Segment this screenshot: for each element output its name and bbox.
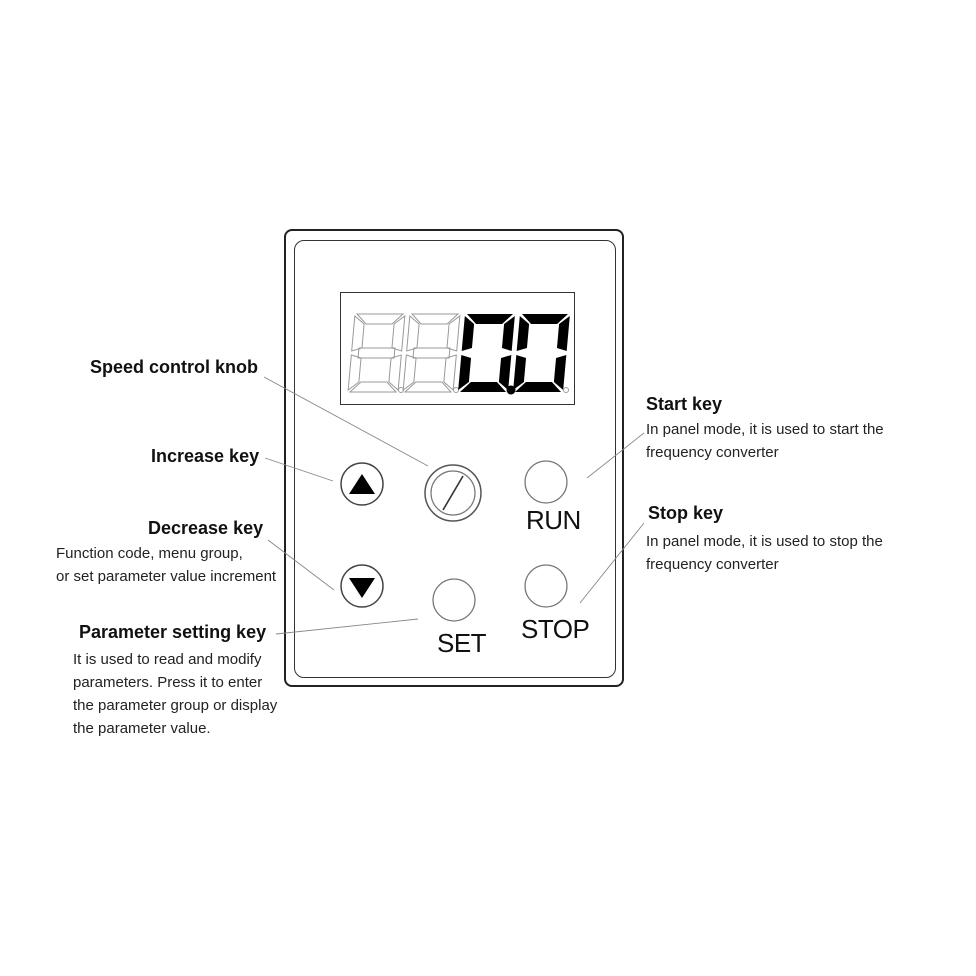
speed-knob-callout-title: Speed control knob	[90, 357, 259, 377]
leader-speed-knob	[263, 376, 429, 467]
led-segment	[515, 382, 561, 392]
decrease-key[interactable]	[340, 564, 384, 608]
led-segment	[348, 381, 398, 393]
decrease-key-callout-title: Decrease key	[148, 518, 264, 538]
led-segment	[351, 314, 365, 352]
leader-lines	[263, 376, 645, 635]
led-segment	[467, 314, 513, 324]
leader-stop	[579, 522, 645, 604]
parameter-key-callout-title: Parameter setting key	[79, 622, 267, 642]
control-panel-frame	[284, 229, 624, 687]
leader-parameter	[275, 618, 419, 635]
set-key-label: SET	[437, 628, 487, 658]
leader-increase	[264, 457, 334, 482]
desc-line: parameters. Press it to enter	[73, 674, 263, 691]
led-segment	[347, 354, 362, 392]
led-segment	[501, 316, 515, 351]
decrease-key-callout-desc: Function code, menu group, or set parame…	[56, 542, 276, 588]
stop-key-label: STOP	[521, 614, 590, 644]
down-arrow-icon	[349, 578, 375, 598]
led-segment	[406, 314, 420, 352]
run-key[interactable]	[524, 460, 568, 504]
stop-key-callout-desc: In panel mode, it is used to stop the fr…	[646, 530, 883, 576]
run-key-label: RUN	[526, 505, 581, 535]
led-segment	[498, 355, 512, 390]
speed-control-knob[interactable]	[424, 464, 482, 522]
up-arrow-icon	[349, 474, 375, 494]
led-segment	[443, 354, 457, 392]
led-segment	[522, 314, 568, 324]
led-segment	[355, 313, 405, 325]
leader-decrease	[267, 539, 335, 591]
led-display-window	[340, 292, 575, 405]
knob-indicator-icon	[442, 475, 464, 511]
desc-line: In panel mode, it is used to start the	[646, 421, 884, 438]
leader-start	[586, 432, 645, 479]
led-decimal-point	[563, 387, 569, 393]
led-segment	[556, 316, 570, 351]
led-segment	[402, 354, 417, 392]
led-segment	[357, 347, 396, 359]
start-key-callout-title: Start key	[646, 394, 723, 414]
led-segment	[388, 354, 402, 392]
desc-line: Function code, menu group,	[56, 545, 243, 562]
led-decimal-point	[453, 387, 459, 393]
increase-key[interactable]	[340, 462, 384, 506]
led-segment	[461, 316, 475, 351]
increase-key-callout-title: Increase key	[151, 446, 260, 466]
stop-key-callout-title: Stop key	[648, 503, 724, 523]
set-key[interactable]	[432, 578, 476, 622]
led-segment	[403, 381, 453, 393]
stop-key[interactable]	[524, 564, 568, 608]
led-segment	[460, 382, 506, 392]
start-key-callout-desc: In panel mode, it is used to start the f…	[646, 418, 884, 464]
desc-line: the parameter group or display	[73, 697, 278, 714]
led-segment	[410, 313, 460, 325]
led-segment	[513, 355, 527, 390]
led-decimal-point	[506, 385, 516, 395]
desc-line: frequency converter	[646, 556, 779, 573]
led-segment	[458, 355, 472, 390]
desc-line: or set parameter value increment	[56, 568, 277, 585]
led-segment	[391, 314, 406, 352]
desc-line: In panel mode, it is used to stop the	[646, 533, 883, 550]
led-segment	[412, 347, 451, 359]
led-digits	[347, 313, 570, 395]
control-panel-face	[294, 240, 616, 678]
parameter-key-callout-desc: It is used to read and modify parameters…	[73, 648, 277, 740]
desc-line: It is used to read and modify	[73, 651, 262, 668]
led-segment	[553, 355, 567, 390]
desc-line: frequency converter	[646, 444, 779, 461]
led-segment	[446, 314, 461, 352]
led-segment	[516, 316, 530, 351]
desc-line: the parameter value.	[73, 720, 211, 737]
